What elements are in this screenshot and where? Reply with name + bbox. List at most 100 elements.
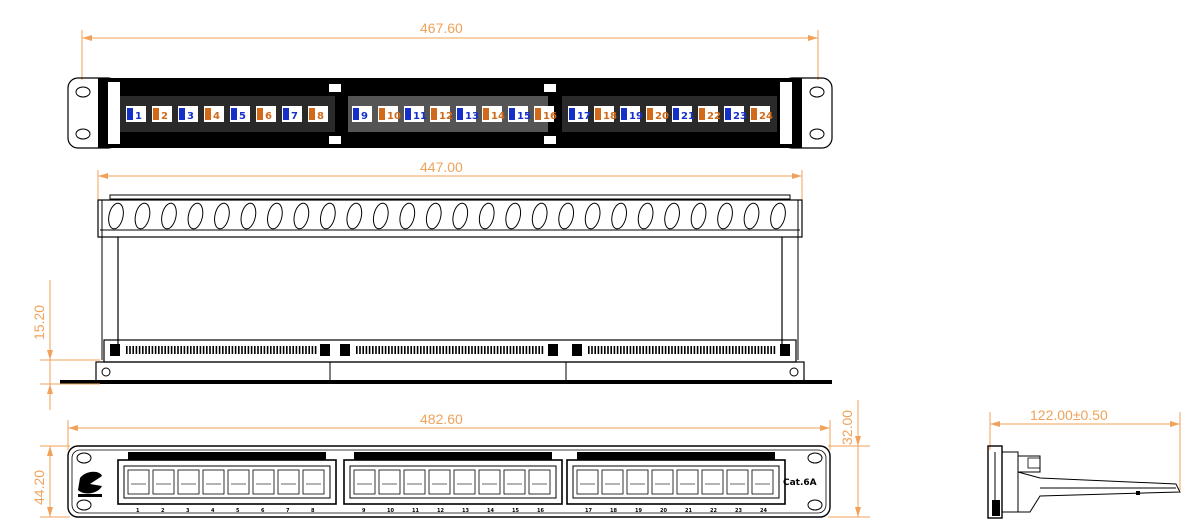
idc-contact	[684, 346, 686, 354]
rj45-jack	[403, 469, 426, 495]
inner-width-dimension: 447.00	[97, 159, 803, 200]
idc-contact	[206, 346, 208, 354]
front-port-number: 2	[161, 508, 165, 514]
front-port-number: 4	[211, 508, 215, 514]
idc-contact	[362, 346, 364, 354]
panel-depth-label: 32.00	[839, 410, 855, 445]
cable-hole	[214, 202, 230, 230]
idc-contact	[632, 346, 635, 354]
cable-hole	[478, 202, 495, 230]
idc-contact	[404, 346, 406, 354]
top-port-number: 15	[517, 111, 531, 122]
top-port-number: 14	[491, 111, 505, 122]
idc-contact	[250, 346, 253, 354]
idc-contact	[664, 346, 667, 354]
top-port-number: 18	[603, 111, 617, 122]
idc-contact	[636, 346, 638, 354]
cable-hole	[664, 202, 680, 230]
idc-contact	[378, 346, 380, 354]
top-port-number: 2	[161, 111, 168, 122]
front-port-number: 10	[387, 508, 394, 514]
idc-contact	[629, 346, 632, 354]
idc-contact	[452, 346, 454, 354]
rj45-jack	[227, 469, 250, 495]
idc-contact	[279, 346, 282, 354]
idc-contact	[423, 346, 425, 354]
top-port-color-mark	[231, 108, 237, 120]
idc-contact	[588, 346, 590, 354]
idc-contact	[512, 346, 515, 354]
idc-contact	[391, 346, 393, 354]
idc-contact	[620, 346, 622, 354]
idc-contact	[426, 346, 428, 354]
idc-contact	[767, 346, 769, 354]
rj45-jack	[202, 469, 225, 495]
rj45-jack	[701, 469, 724, 495]
cable-hole	[770, 202, 786, 230]
idc-contact	[516, 346, 518, 354]
idc-contact	[700, 346, 702, 354]
front-port-number: 18	[610, 508, 617, 514]
idc-contact	[400, 346, 403, 354]
module-header	[354, 452, 552, 460]
idc-contact	[174, 346, 176, 354]
front-faceplate	[67, 445, 831, 518]
idc-contact	[138, 346, 141, 354]
idc-contact	[722, 346, 724, 354]
idc-contact	[748, 346, 750, 354]
idc-contact	[487, 346, 489, 354]
rj45-jack	[252, 469, 275, 495]
rj45-jack	[528, 469, 551, 495]
idc-contact	[298, 346, 301, 354]
idc-contact	[142, 346, 144, 354]
rj45-jack	[676, 469, 699, 495]
idc-contact	[193, 346, 195, 354]
panel-height-dimension: 44.20	[31, 445, 70, 518]
idc-contact	[388, 346, 390, 354]
rj45-jack	[453, 469, 476, 495]
front-port-number: 8	[311, 508, 315, 514]
cable-hole	[584, 202, 601, 230]
top-port-color-mark	[647, 108, 653, 120]
cable-hole	[134, 202, 151, 230]
cable-hole	[717, 202, 733, 230]
idc-contact	[445, 346, 448, 354]
jack-window	[349, 465, 557, 499]
top-port-color-mark	[353, 108, 359, 120]
jack-module	[117, 459, 337, 505]
idc-contact	[623, 346, 625, 354]
idc-contact	[477, 346, 480, 354]
idc-contact	[764, 346, 766, 354]
idc-contact	[690, 346, 692, 354]
idc-contact	[484, 346, 486, 354]
idc-contact	[448, 346, 451, 354]
rj45-jack	[277, 469, 300, 495]
idc-contact	[696, 346, 699, 354]
idc-contact	[703, 346, 705, 354]
cable-hole	[452, 202, 469, 230]
idc-contact	[436, 346, 438, 354]
module-header	[577, 452, 775, 460]
idc-contact	[151, 346, 154, 354]
idc-contact	[202, 346, 205, 354]
left-ear-hole-top	[75, 86, 91, 98]
idc-contact	[706, 346, 708, 354]
idc-contact	[490, 346, 492, 354]
idc-contact	[231, 346, 234, 354]
idc-contact	[225, 346, 227, 354]
idc-contact	[642, 346, 644, 354]
left-bracket	[108, 82, 120, 144]
idc-contact	[429, 346, 432, 354]
idc-contact	[215, 346, 218, 354]
front-port-number: 15	[512, 508, 519, 514]
idc-contact	[509, 346, 512, 354]
jack-window	[572, 465, 780, 499]
idc-contact	[732, 346, 734, 354]
category-label: Cat.6A	[783, 478, 817, 488]
idc-contact	[282, 346, 285, 354]
idc-contact	[148, 346, 150, 354]
idc-contact	[677, 346, 680, 354]
front-port-number: 5	[236, 508, 240, 514]
